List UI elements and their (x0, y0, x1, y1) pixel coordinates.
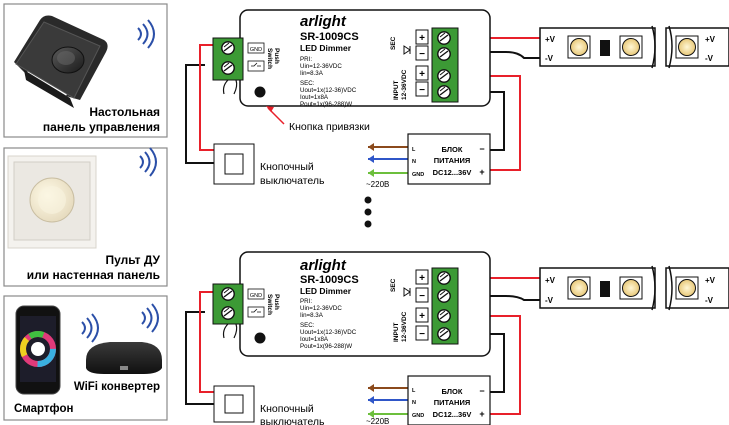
svg-text:+: + (419, 69, 425, 80)
dimmer-top: GND Push Switch arlight SR-1009CS LED Di… (212, 9, 491, 108)
svg-text:L: L (412, 147, 416, 153)
svg-text:SEC: SEC (390, 278, 397, 292)
panel-remote: Пульт ДУ или настенная панель (3, 147, 168, 287)
svg-text:-V: -V (705, 296, 714, 305)
svg-text:L: L (412, 388, 416, 394)
svg-text:+V: +V (545, 35, 556, 44)
power-supply-top: L N GND БЛОК ПИТАНИЯ DC12...36V − + (407, 133, 491, 185)
smartphone-image (15, 305, 61, 395)
svg-text:−: − (479, 386, 484, 396)
svg-text:−: − (419, 291, 425, 302)
led-strip-top: +V -V +V -V (539, 25, 729, 69)
svg-text:Push: Push (273, 294, 280, 310)
remote-label-2: или настенная панель (27, 268, 160, 282)
svg-text:+V: +V (705, 35, 716, 44)
svg-text:Push: Push (273, 48, 280, 64)
wall-panel-image (7, 155, 97, 249)
svg-text:ПИТАНИЯ: ПИТАНИЯ (434, 156, 471, 165)
desk-label-1: Настольная (89, 105, 160, 119)
svg-text:+: + (419, 33, 425, 44)
more-dot (364, 208, 372, 216)
svg-text:LED Dimmer: LED Dimmer (300, 286, 352, 296)
svg-text:GND: GND (250, 47, 262, 53)
svg-text:SEC:: SEC: (300, 80, 315, 87)
svg-text:+: + (419, 273, 425, 284)
more-dot (364, 220, 372, 228)
svg-text:PRI:: PRI: (300, 298, 312, 305)
svg-text:Uout=1x(12-36)VDC: Uout=1x(12-36)VDC (300, 87, 357, 94)
svg-text:~220В: ~220В (366, 417, 389, 425)
power-supply-bottom: L N GND БЛОК ПИТАНИЯ DC12...36V − + (407, 375, 491, 425)
panel-phone: WiFi конвертер Смартфон (3, 295, 168, 421)
bind-button-label: Кнопка привязки (289, 121, 370, 133)
svg-text:INPUT: INPUT (393, 322, 400, 342)
svg-text:Uin=12-36VDC: Uin=12-36VDC (300, 63, 342, 70)
svg-text:INPUT: INPUT (393, 80, 400, 100)
desk-dimmer-image (14, 15, 108, 108)
bind-button[interactable] (254, 332, 266, 344)
svg-text:Pout=1x(96-288)W: Pout=1x(96-288)W (300, 343, 352, 350)
svg-text:-V: -V (545, 54, 554, 63)
brand-logo: arlight (300, 257, 347, 274)
dimmer-bottom: GND Push Switch arlight SR-1009CS LED Di… (212, 251, 491, 357)
svg-text:SEC:: SEC: (300, 322, 315, 329)
svg-text:Кнопочный: Кнопочный (260, 403, 314, 415)
push-button-top[interactable] (213, 143, 255, 185)
svg-text:-V: -V (545, 296, 554, 305)
svg-text:-V: -V (705, 54, 714, 63)
svg-text:GND: GND (250, 293, 262, 299)
svg-text:N: N (412, 159, 416, 165)
push-button-bottom[interactable] (213, 385, 255, 423)
svg-text:PRI:: PRI: (300, 56, 312, 63)
svg-text:Switch: Switch (266, 294, 273, 315)
bind-button[interactable] (254, 86, 266, 98)
svg-text:Iin=8.3A: Iin=8.3A (300, 70, 324, 77)
svg-text:Uin=12-36VDC: Uin=12-36VDC (300, 305, 342, 312)
svg-text:Iout=1x8A: Iout=1x8A (300, 94, 329, 101)
svg-text:12-36VDC: 12-36VDC (401, 69, 408, 100)
led-strip-bottom: +V -V +V -V (539, 265, 729, 311)
svg-text:−: − (419, 329, 425, 340)
wifi-converter-image (86, 342, 162, 374)
svg-text:GND: GND (412, 172, 424, 178)
svg-text:Кнопочный: Кнопочный (260, 161, 314, 173)
svg-text:+V: +V (545, 276, 556, 285)
svg-text:выключатель: выключатель (260, 416, 325, 425)
svg-text:N: N (412, 400, 416, 406)
svg-text:−: − (479, 144, 484, 154)
svg-text:~220В: ~220В (366, 180, 389, 189)
svg-text:+: + (479, 409, 484, 419)
svg-text:Iin=8.3A: Iin=8.3A (300, 312, 324, 319)
svg-text:GND: GND (412, 413, 424, 419)
svg-text:Pout=1x(96-288)W: Pout=1x(96-288)W (300, 101, 352, 108)
svg-text:+V: +V (705, 276, 716, 285)
svg-text:БЛОК: БЛОК (442, 145, 463, 154)
svg-text:SEC: SEC (390, 36, 397, 50)
svg-text:−: − (419, 49, 425, 60)
svg-text:+: + (419, 311, 425, 322)
svg-text:DC12...36V: DC12...36V (433, 168, 472, 177)
svg-text:БЛОК: БЛОК (442, 387, 463, 396)
model-title: SR-1009CS (300, 274, 359, 286)
desk-label-2: панель управления (43, 120, 160, 134)
svg-text:DC12...36V: DC12...36V (433, 410, 472, 419)
smartphone-label: Смартфон (14, 403, 73, 415)
svg-text:Switch: Switch (266, 48, 273, 69)
wifi-converter-label: WiFi конвертер (74, 381, 160, 393)
svg-text:Iout=1x8A: Iout=1x8A (300, 336, 329, 343)
model-title: SR-1009CS (300, 31, 359, 43)
svg-text:−: − (419, 85, 425, 96)
panel-desk: Настольная панель управления (3, 3, 168, 138)
svg-text:12-36VDC: 12-36VDC (401, 311, 408, 342)
brand-logo: arlight (300, 13, 347, 30)
svg-text:+: + (479, 167, 484, 177)
svg-text:выключатель: выключатель (260, 175, 325, 187)
remote-label-1: Пульт ДУ (106, 253, 161, 267)
svg-text:Uout=1x(12-36)VDC: Uout=1x(12-36)VDC (300, 329, 357, 336)
svg-text:LED Dimmer: LED Dimmer (300, 43, 352, 53)
more-dot (364, 196, 372, 204)
svg-text:ПИТАНИЯ: ПИТАНИЯ (434, 398, 471, 407)
